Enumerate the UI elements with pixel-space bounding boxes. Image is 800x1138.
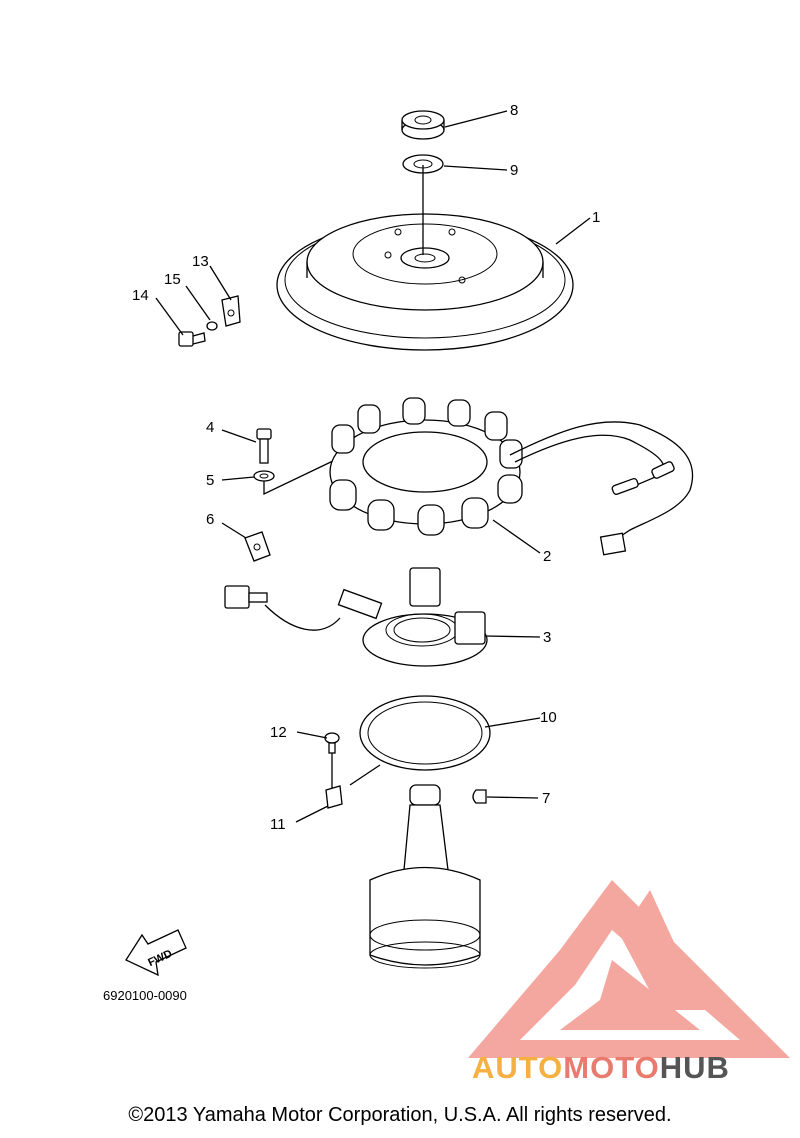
callout-4: 4 bbox=[206, 419, 214, 436]
part-2-stator bbox=[329, 397, 694, 556]
callout-7: 7 bbox=[542, 790, 550, 807]
brand-moto: MOTO bbox=[563, 1050, 660, 1085]
callout-2: 2 bbox=[543, 548, 551, 565]
crankshaft bbox=[369, 784, 481, 969]
callout-3: 3 bbox=[543, 629, 551, 646]
diagram-part-code: 6920100-0090 bbox=[103, 988, 187, 1003]
part-6-bracket bbox=[244, 531, 271, 562]
brand-auto: AUTO bbox=[472, 1050, 564, 1085]
part-3-pulser-base bbox=[224, 567, 488, 667]
part-12-screw bbox=[324, 732, 340, 790]
callout-10: 10 bbox=[540, 709, 557, 726]
callout-8: 8 bbox=[510, 102, 518, 119]
fwd-arrow-icon: FWD bbox=[125, 929, 187, 977]
callout-13: 13 bbox=[192, 253, 209, 270]
part-15-washer bbox=[206, 321, 218, 331]
callout-14: 14 bbox=[132, 287, 149, 304]
part-8-nut bbox=[401, 110, 445, 140]
callout-5: 5 bbox=[206, 472, 214, 489]
copyright-notice: ©2013 Yamaha Motor Corporation, U.S.A. A… bbox=[128, 1104, 672, 1126]
callout-11: 11 bbox=[270, 816, 286, 833]
callout-1: 1 bbox=[592, 209, 600, 226]
part-4-bolt bbox=[256, 428, 272, 464]
part-14-bolt bbox=[178, 331, 206, 347]
part-11-clip bbox=[325, 785, 343, 809]
part-10-ring bbox=[349, 695, 491, 786]
brand-hub: HUB bbox=[659, 1050, 730, 1085]
part-1-flywheel bbox=[276, 165, 574, 351]
watermark-logo-icon bbox=[468, 880, 790, 1058]
callout-6: 6 bbox=[206, 511, 214, 528]
part-5-washer bbox=[253, 459, 336, 496]
callout-9: 9 bbox=[510, 162, 518, 179]
watermark-brand: AUTOMOTOHUB bbox=[472, 1050, 730, 1086]
callout-15: 15 bbox=[164, 271, 181, 288]
callout-labels: 8 9 1 13 15 14 4 5 6 2 3 10 12 7 11 bbox=[132, 102, 600, 833]
leader-lines bbox=[155, 110, 591, 823]
part-13-bracket bbox=[221, 295, 241, 327]
callout-12: 12 bbox=[270, 724, 287, 741]
part-7-key bbox=[472, 789, 487, 804]
